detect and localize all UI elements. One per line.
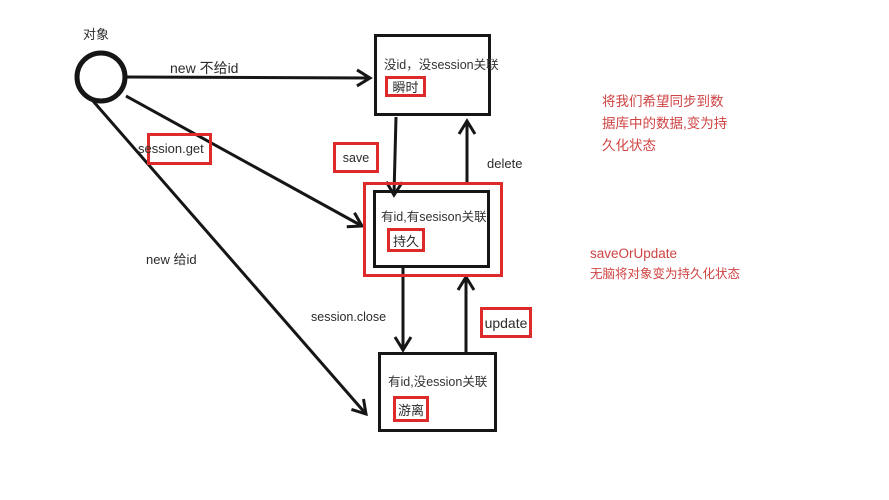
transition-label-delete: delete bbox=[487, 156, 523, 171]
note-save-or-update-desc: 无脑将对象变为持久化状态 bbox=[590, 267, 741, 281]
state-name-detached: 游离 bbox=[393, 396, 429, 422]
transition-label-new-no-id: new 不给id bbox=[170, 60, 239, 76]
start-state-circle bbox=[74, 50, 128, 104]
state-box-detached: 有id,没ession关联 游离 bbox=[378, 352, 497, 432]
transition-label-session-get: session.get bbox=[138, 141, 204, 156]
state-box-transient: 没id，没session关联 瞬时 bbox=[374, 34, 499, 116]
note-sync-line1: 将我们希望同步到数 bbox=[602, 94, 724, 109]
note-sync-line2: 据库中的数据,变为持 bbox=[602, 116, 728, 131]
note-sync-line3: 久化状态 bbox=[602, 138, 656, 153]
arrow-new-with-id bbox=[91, 100, 368, 417]
state-desc-detached: 有id,没ession关联 bbox=[388, 375, 488, 389]
arrow-session-get bbox=[125, 94, 365, 229]
note-sync: 将我们希望同步到数 据库中的数据,变为持 久化状态 bbox=[602, 91, 727, 157]
note-save-or-update-title: saveOrUpdate bbox=[590, 246, 678, 261]
transition-label-session-close: session.close bbox=[311, 310, 387, 324]
transition-label-new-with-id: new 给id bbox=[146, 252, 197, 267]
state-name-persistent: 持久 bbox=[387, 228, 425, 252]
arrow-new-no-id bbox=[125, 68, 373, 88]
note-save-or-update: saveOrUpdate 无脑将对象变为持久化状态 bbox=[590, 244, 740, 284]
state-highlight-persistent: 有id,有sesison关联 持久 bbox=[363, 182, 503, 277]
state-desc-persistent: 有id,有sesison关联 bbox=[381, 210, 487, 224]
transition-label-update: update bbox=[480, 307, 532, 338]
transition-label-save: save bbox=[333, 142, 379, 173]
state-name-transient: 瞬时 bbox=[385, 76, 426, 97]
state-box-persistent: 有id,有sesison关联 持久 bbox=[373, 190, 490, 268]
origin-label: 对象 bbox=[83, 27, 110, 42]
state-desc-transient: 没id，没session关联 bbox=[384, 58, 499, 72]
transition-frame-session-get bbox=[147, 133, 212, 165]
